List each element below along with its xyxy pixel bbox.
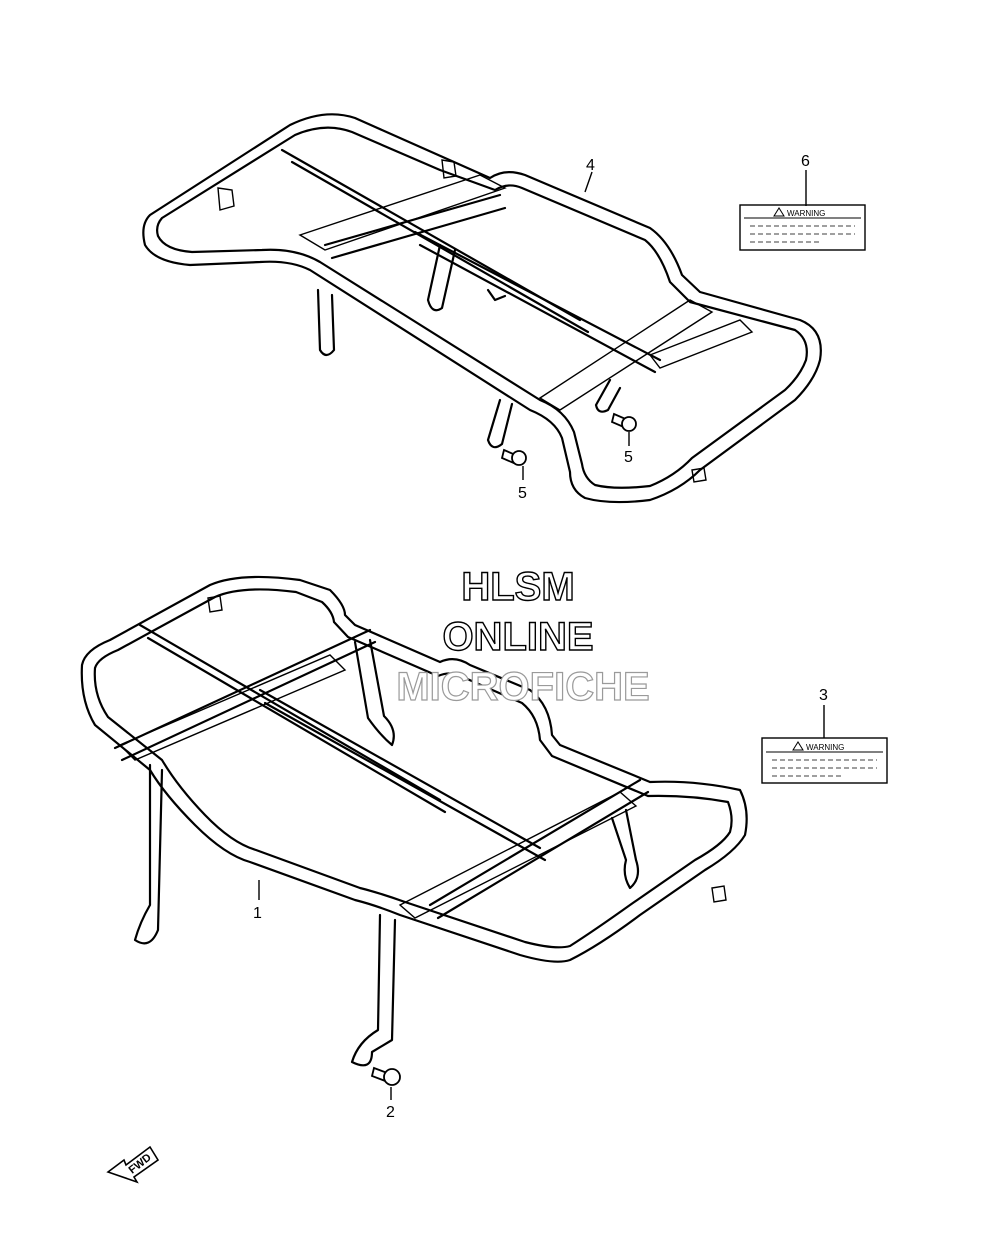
bolt-2[interactable] [370,1066,401,1086]
callout-3: 3 [819,687,828,704]
warning-label-6-text: WARNING [787,209,825,218]
callout-1: 1 [253,905,262,922]
warning-label-6[interactable] [739,204,866,251]
callout-2: 2 [386,1104,395,1121]
rear-carrier-rack[interactable] [142,113,822,504]
callout-5-left: 5 [518,485,527,502]
bolt-5-right[interactable] [610,412,637,432]
callout-6: 6 [801,153,810,170]
bolt-5-left[interactable] [500,448,527,466]
front-carrier-rack[interactable] [80,575,748,1067]
watermark-line-3: MICROFICHE [396,665,649,709]
watermark-line-1: HLSM [461,565,574,609]
warning-label-3-text: WARNING [806,743,844,752]
fwd-arrow-icon [106,1145,160,1184]
watermark-line-2: ONLINE [442,615,593,659]
leader-lines [258,170,825,1100]
callout-5-right: 5 [624,449,633,466]
callout-4: 4 [586,157,595,174]
